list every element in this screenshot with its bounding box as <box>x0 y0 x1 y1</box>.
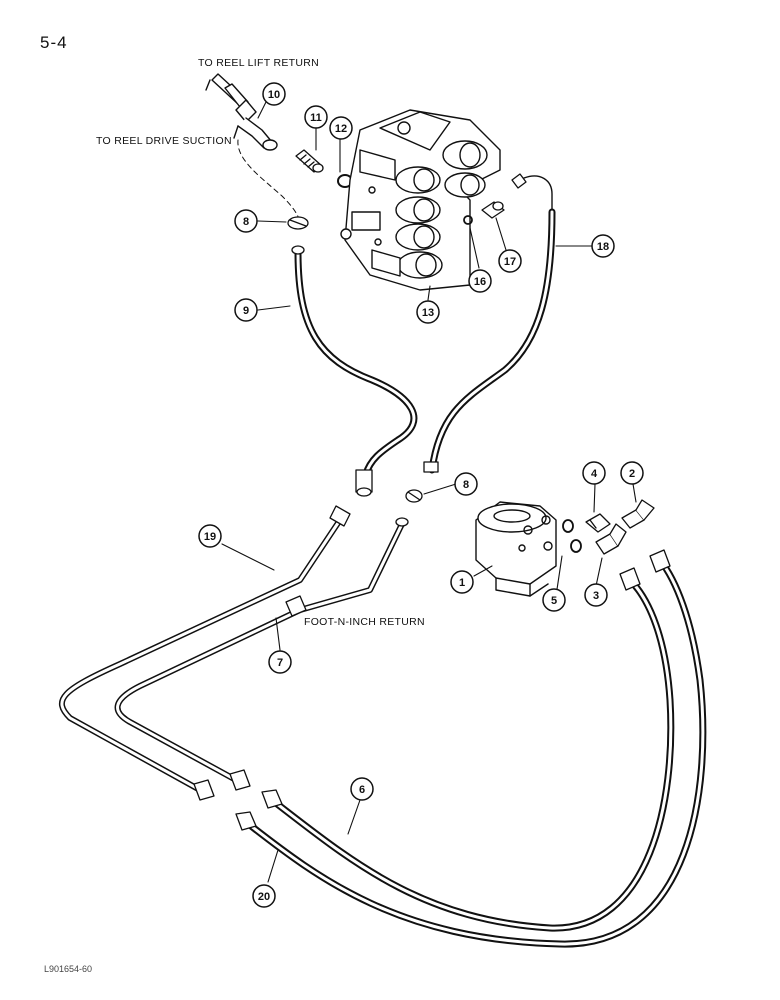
callout-7-label: 7 <box>277 657 283 669</box>
callout-8-top-label: 8 <box>243 216 249 228</box>
callout-8-top: 8 <box>234 209 258 233</box>
callout-20: 20 <box>252 884 276 908</box>
callout-9: 9 <box>234 298 258 322</box>
hose-6 <box>261 567 675 932</box>
callout-8-middle: 8 <box>454 472 478 496</box>
clamp-8-top <box>287 216 309 230</box>
callout-4-label: 4 <box>591 468 598 480</box>
callouts: 10 11 12 8 9 13 16 17 18 8 4 2 19 1 5 3 … <box>198 82 644 908</box>
note-reel-drive-suction: TO REEL DRIVE SUCTION <box>96 135 232 147</box>
callout-2-label: 2 <box>629 468 635 480</box>
callout-13: 13 <box>416 300 440 324</box>
callout-11-label: 11 <box>310 112 322 124</box>
page-number: 5-4 <box>40 33 68 52</box>
callout-18: 18 <box>591 234 615 258</box>
control-valve-13 <box>340 109 501 291</box>
elbow-2 <box>621 499 655 529</box>
callout-17-label: 17 <box>504 256 516 268</box>
callout-13-label: 13 <box>422 307 434 319</box>
callout-9-label: 9 <box>243 305 249 317</box>
callout-16-label: 16 <box>474 276 486 288</box>
callout-2: 2 <box>620 461 644 485</box>
fitting-4 <box>585 513 611 533</box>
callout-20-label: 20 <box>258 891 270 903</box>
o-rings-5 <box>562 519 582 553</box>
callout-12: 12 <box>329 116 353 140</box>
callout-18-label: 18 <box>597 241 609 253</box>
callout-8-middle-label: 8 <box>463 479 469 491</box>
callout-3: 3 <box>584 583 608 607</box>
callout-6: 6 <box>350 777 374 801</box>
callout-10-label: 10 <box>268 89 280 101</box>
fitting-11 <box>295 149 324 173</box>
dashed-guide-line <box>237 139 301 223</box>
callout-5: 5 <box>542 588 566 612</box>
clamp-8-middle <box>405 489 423 503</box>
hose-18 <box>423 173 556 474</box>
callout-11: 11 <box>304 105 328 129</box>
hose-20 <box>235 549 707 948</box>
o-ring-16 <box>463 215 473 225</box>
fitting-17 <box>481 201 505 219</box>
callout-12-label: 12 <box>335 123 347 135</box>
note-reel-lift-return: TO REEL LIFT RETURN <box>198 57 320 69</box>
callout-10: 10 <box>262 82 286 106</box>
figure-id: L901654-60 <box>44 964 93 974</box>
callout-5-label: 5 <box>551 595 557 607</box>
callout-3-label: 3 <box>593 590 599 602</box>
callout-19: 19 <box>198 524 222 548</box>
tee-fitting-10 <box>205 73 278 151</box>
tube-19 <box>58 505 351 801</box>
hose-9 <box>291 245 418 497</box>
note-foot-n-inch-return: FOOT-N-INCH RETURN <box>304 616 425 628</box>
steering-unit-1 <box>475 501 557 597</box>
callout-7: 7 <box>268 650 292 674</box>
callout-1: 1 <box>450 570 474 594</box>
callout-17: 17 <box>498 249 522 273</box>
tube-7 <box>114 517 409 791</box>
elbow-3 <box>595 523 627 555</box>
callout-1-label: 1 <box>459 577 465 589</box>
callout-6-label: 6 <box>359 784 365 796</box>
callout-19-label: 19 <box>204 531 216 543</box>
callout-4: 4 <box>582 461 606 485</box>
callout-16: 16 <box>468 269 492 293</box>
